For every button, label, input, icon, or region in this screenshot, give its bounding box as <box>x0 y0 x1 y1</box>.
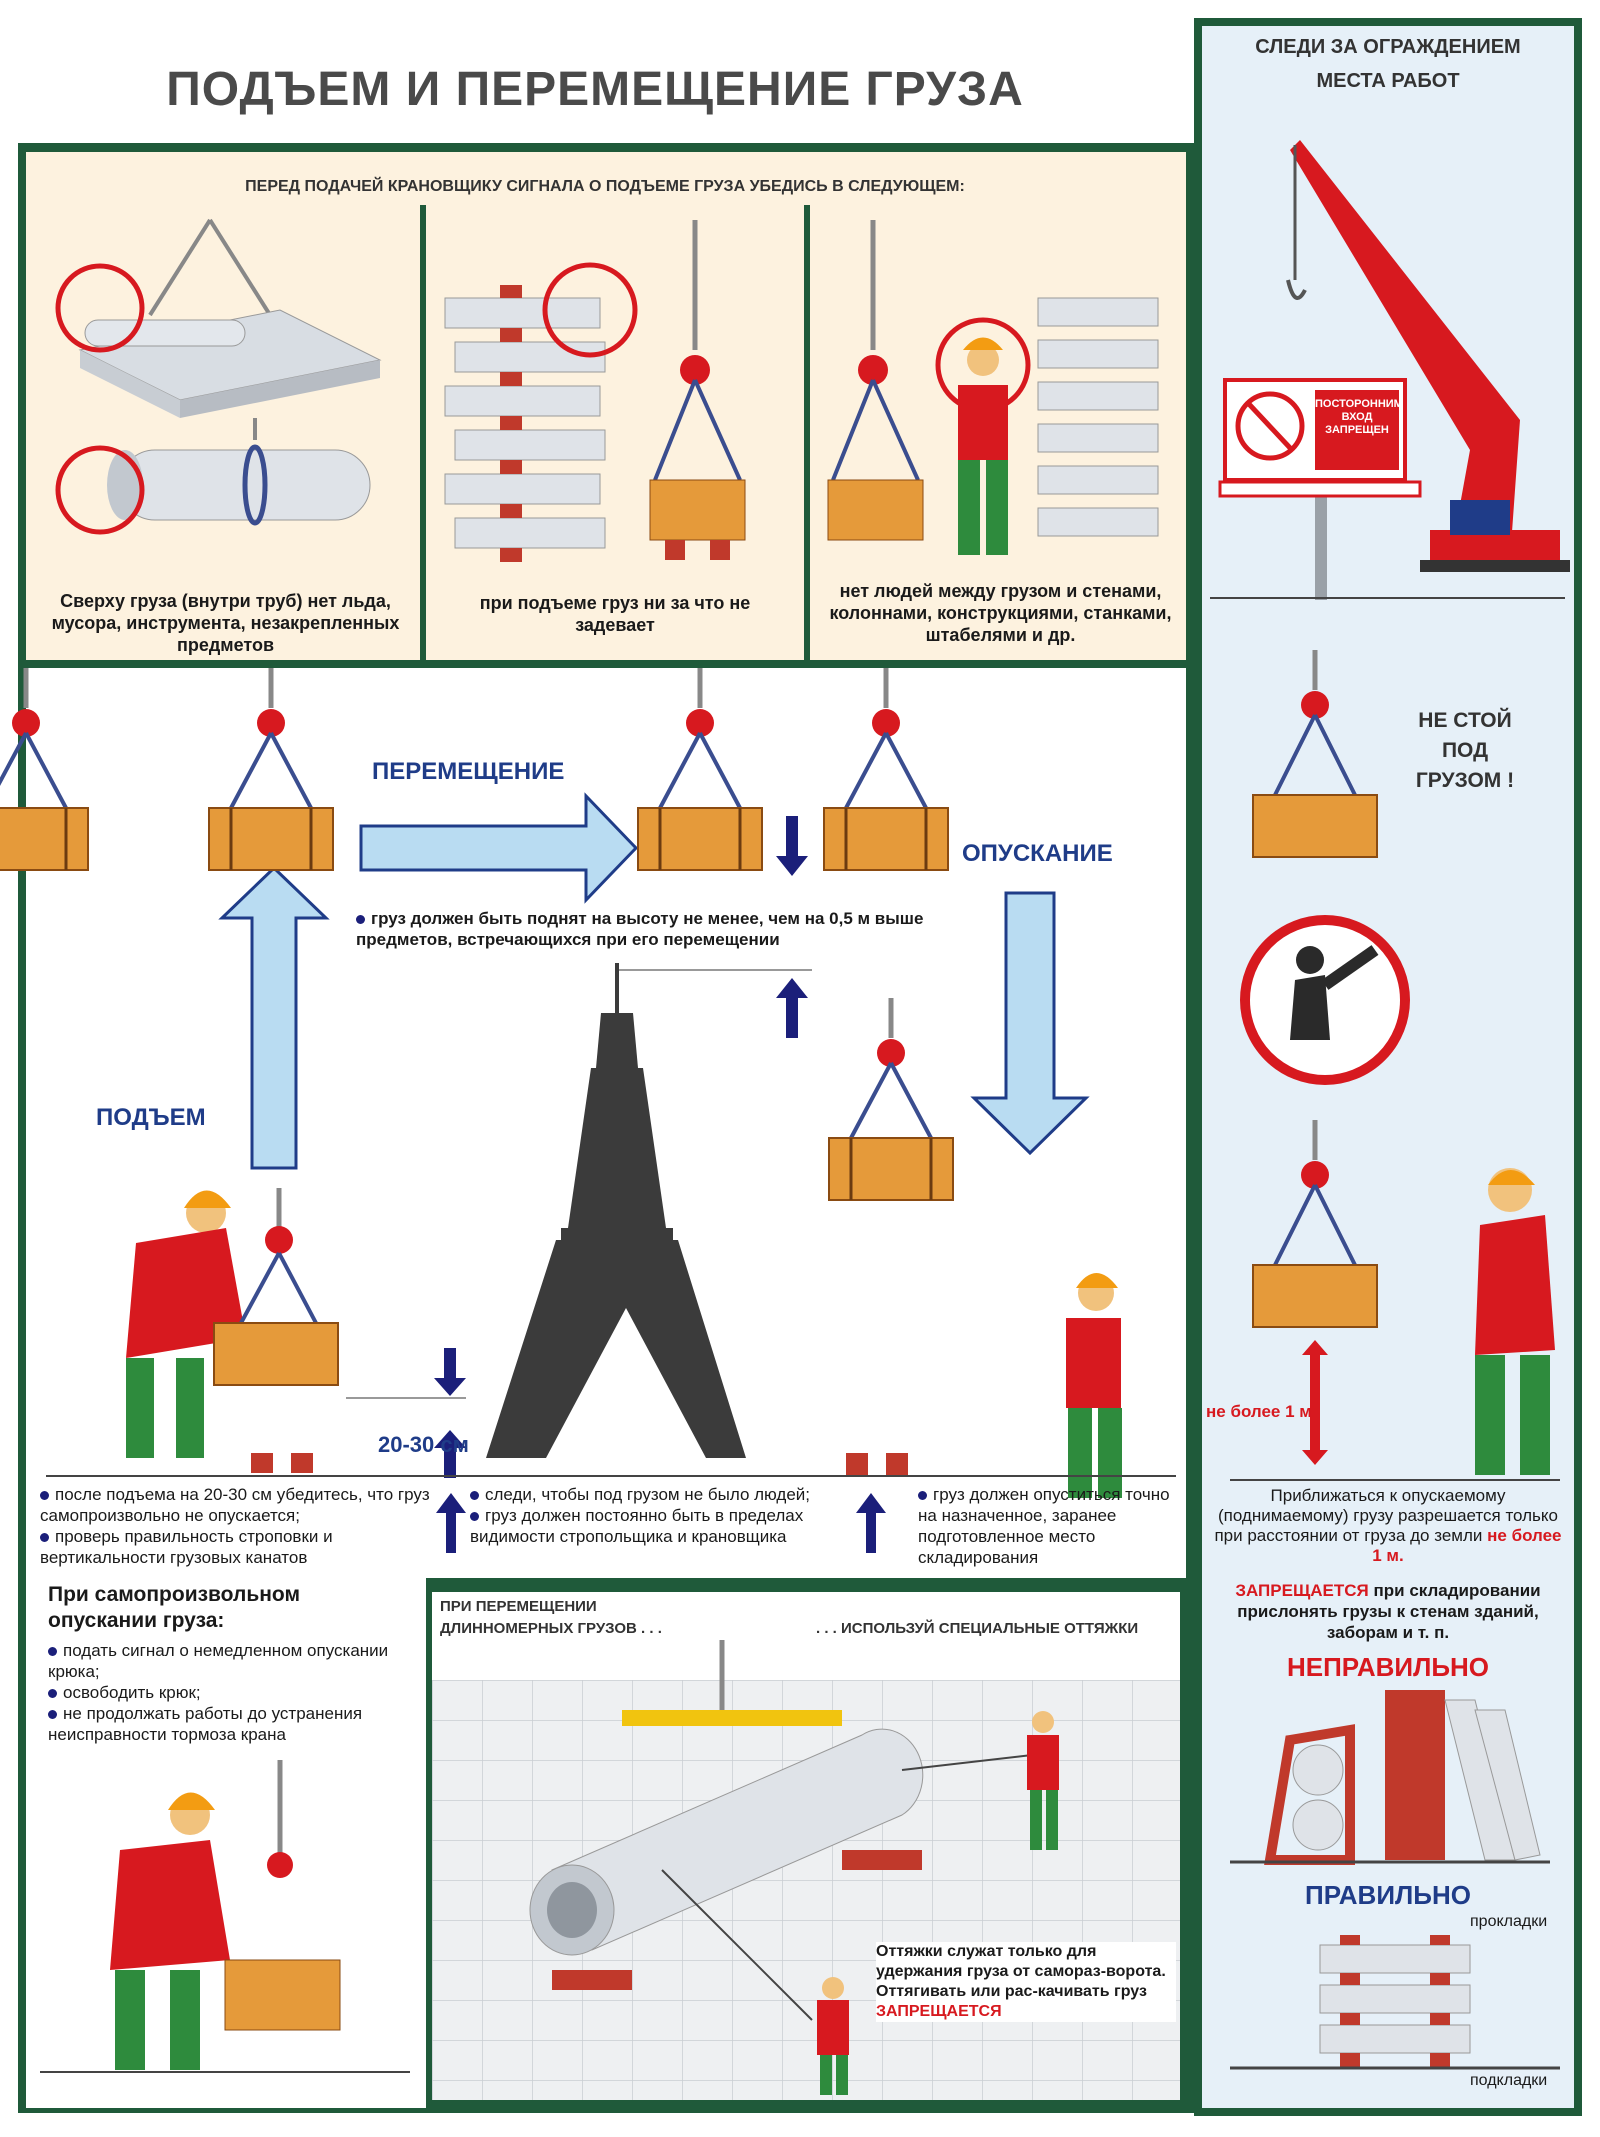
note-item: проверь правильность строповки и вертика… <box>40 1526 430 1568</box>
note-item: следи, чтобы под грузом не было людей; <box>470 1484 870 1505</box>
spontaneous-text: не продолжать работы до устранения неисп… <box>48 1704 363 1744</box>
divider <box>420 205 426 660</box>
panel1-illustration <box>55 218 382 535</box>
long-loads-left: ПРИ ПЕРЕМЕЩЕНИИ ДЛИННОМЕРНЫХ ГРУЗОВ . . … <box>440 1598 662 1637</box>
storage-forbid-word: ЗАПРЕЩАЕТСЯ <box>1235 1581 1369 1600</box>
storage-forbid-text: при складировании прислонять грузы к сте… <box>1237 1581 1541 1642</box>
wrong-stacking-illustration <box>1230 1690 1550 1865</box>
height-note-text: груз должен быть поднят на высоту не мен… <box>356 909 924 949</box>
long-loads-note: Оттяжки служат только для удержания груз… <box>876 1942 1176 2022</box>
bullet-icon <box>48 1689 57 1699</box>
fence-heading: СЛЕДИ ЗА ОГРАЖДЕНИЕМ МЕСТА РАБОТ <box>1255 36 1521 92</box>
panel3-illustration <box>827 220 1159 555</box>
check-caption-2: при подъеме груз ни за что не задевает <box>479 593 751 635</box>
approach-text: Приближаться к опускаемому (поднимаемому… <box>1214 1486 1558 1545</box>
bullet-icon <box>356 915 365 925</box>
spontaneous-text: освободить крюк; <box>63 1683 201 1702</box>
pad-bottom-label: подкладки <box>1470 2072 1548 2089</box>
note-text: груз должен опуститься точно на назначен… <box>918 1485 1170 1567</box>
spontaneous-heading: При самопроизвольном опускании груза: <box>48 1583 301 1632</box>
bullet-icon <box>48 1647 57 1657</box>
approach-limit: не более 1 м. <box>1372 1526 1562 1565</box>
note-item: после подъема на 20-30 см убедитесь, что… <box>40 1484 430 1526</box>
long-loads-note-forbidden: ЗАПРЕЩАЕТСЯ <box>876 2003 1002 2020</box>
check-caption-1: Сверху груза (внутри труб) нет льда, мус… <box>51 591 400 655</box>
height-note: груз должен быть поднят на высоту не мен… <box>356 908 956 950</box>
move-label: ПЕРЕМЕЩЕНИЕ <box>372 758 565 785</box>
note-text: проверь правильность строповки и вертика… <box>40 1527 333 1567</box>
long-loads-note-text: Оттяжки служат только для удержания груз… <box>876 1943 1166 2000</box>
max-1m-label: не более 1 м <box>1206 1402 1312 1421</box>
pad-top-label: прокладки <box>1470 1913 1548 1930</box>
wrong-label: НЕПРАВИЛЬНО <box>1286 1652 1490 1682</box>
note-watch: следи, чтобы под грузом не было людей; г… <box>470 1484 870 1547</box>
spontaneous-text: подать сигнал о немедленном опускании кр… <box>48 1641 389 1681</box>
lift-label: ПОДЪЕМ <box>96 1104 206 1131</box>
distance-label: 20-30 см <box>378 1432 469 1457</box>
bullet-icon <box>48 1710 57 1720</box>
check-caption-3: нет людей между грузом и стенами, колонн… <box>829 581 1172 645</box>
note-text: после подъема на 20-30 см убедитесь, что… <box>40 1485 430 1525</box>
spontaneous-illustration <box>40 1760 410 2073</box>
spontaneous-item: не продолжать работы до устранения неисп… <box>48 1703 408 1745</box>
approach-note: Приближаться к опускаемому (поднимаемому… <box>1212 1486 1564 1566</box>
bullet-icon <box>918 1491 927 1501</box>
lower-label: ОПУСКАНИЕ <box>962 840 1113 867</box>
spontaneous-item: освободить крюк; <box>48 1682 408 1703</box>
spontaneous-list: подать сигнал о немедленном опускании кр… <box>48 1640 408 1745</box>
process-diagram <box>0 668 1176 1553</box>
bullet-icon <box>40 1533 49 1543</box>
spontaneous-item: подать сигнал о немедленном опускании кр… <box>48 1640 408 1682</box>
long-loads-illustration <box>432 1640 1180 2100</box>
panel2-illustration <box>444 220 746 562</box>
page-title: ПОДЪЕМ И ПЕРЕМЕЩЕНИЕ ГРУЗА <box>166 63 1024 116</box>
right-label: ПРАВИЛЬНО <box>1305 1880 1471 1910</box>
crane-illustration <box>1210 140 1570 600</box>
check-heading: ПЕРЕД ПОДАЧЕЙ КРАНОВЩИКУ СИГНАЛА О ПОДЪЕ… <box>245 178 965 195</box>
bullet-icon <box>470 1512 479 1522</box>
note-lower-to: груз должен опуститься точно на назначен… <box>918 1484 1178 1568</box>
dont-stand-illustration <box>1230 650 1560 1481</box>
storage-forbid: ЗАПРЕЩАЕТСЯ при складировании прислонять… <box>1206 1580 1570 1643</box>
bullet-icon <box>40 1491 49 1501</box>
note-text: следи, чтобы под грузом не было людей; <box>485 1485 811 1504</box>
dont-stand-label: НЕ СТОЙ ПОД ГРУЗОМ ! <box>1415 709 1515 792</box>
long-loads-right: . . . ИСПОЛЬЗУЙ СПЕЦИАЛЬНЫЕ ОТТЯЖКИ <box>816 1620 1139 1637</box>
note-after-lift: после подъема на 20-30 см убедитесь, что… <box>40 1484 430 1568</box>
divider <box>804 205 810 660</box>
fence-sign-text: ПОСТОРОННИМ ВХОД ЗАПРЕЩЕН <box>1315 398 1403 436</box>
note-text: груз должен постоянно быть в пределах ви… <box>470 1506 804 1546</box>
bullet-icon <box>470 1491 479 1501</box>
note-item: груз должен постоянно быть в пределах ви… <box>470 1505 870 1547</box>
right-stacking-illustration <box>1230 1935 1560 2070</box>
